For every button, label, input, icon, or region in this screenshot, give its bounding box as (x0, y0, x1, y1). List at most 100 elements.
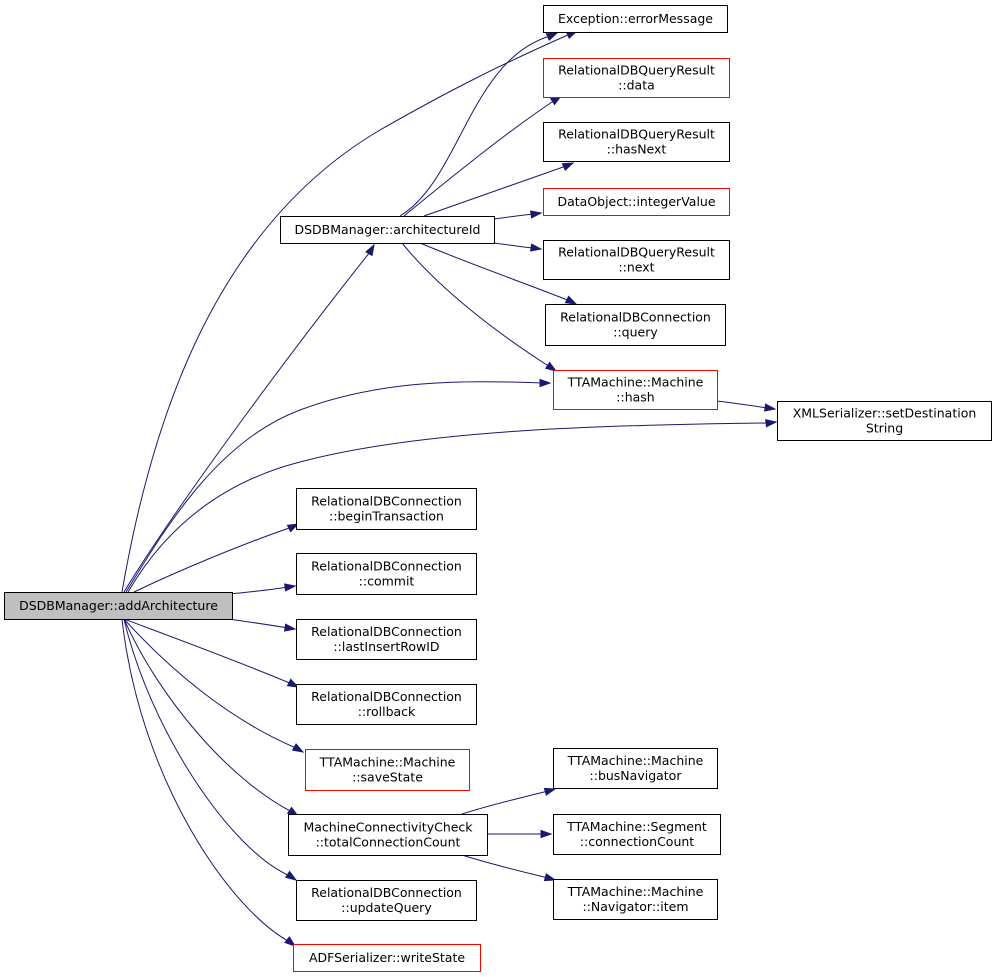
node-label: ::Navigator::item (582, 899, 688, 914)
node-box (293, 944, 481, 972)
node-label: ::saveState (352, 770, 423, 785)
edge-layer (121, 30, 778, 947)
node-label: ::lastInsertRowID (333, 639, 439, 654)
node-box (777, 401, 992, 441)
node-navigatorItem[interactable]: TTAMachine::Machine::Navigator::item (553, 879, 718, 920)
edge-architectureId-to-rdqr_data (403, 95, 563, 217)
edge-architectureId-to-integerValue (493, 210, 543, 220)
node-label: TTAMachine::Machine (567, 753, 704, 768)
node-box (296, 684, 477, 725)
edge-architectureId-to-errorMessage (399, 32, 559, 217)
node-label: DSDBManager::addArchitecture (19, 598, 218, 613)
edge-addArchitecture-to-commit (227, 583, 297, 595)
edge-addArchitecture-to-saveState (123, 618, 305, 753)
edge-addArchitecture-to-updateQuery (123, 618, 298, 881)
arrowhead-icon (544, 361, 558, 372)
node-commit[interactable]: RelationalDBConnection::commit (296, 553, 477, 595)
node-updateQuery[interactable]: RelationalDBConnection::updateQuery (296, 880, 477, 921)
edge-addArchitecture-to-lastInsertRowID (227, 618, 297, 632)
node-integerValue[interactable]: DataObject::integerValue (543, 188, 730, 216)
node-label: ADFSerializer::writeState (309, 950, 465, 965)
node-addArchitecture[interactable]: DSDBManager::addArchitecture (4, 592, 233, 620)
node-layer: DSDBManager::addArchitecture DSDBManager:… (4, 5, 992, 972)
node-label: ::hasNext (607, 142, 667, 157)
edge-addArchitecture-to-beginTransaction (133, 523, 300, 593)
node-writeState[interactable]: ADFSerializer::writeState (293, 944, 481, 972)
arrowhead-icon (291, 743, 305, 753)
node-box (296, 619, 477, 660)
edge-architectureId-to-rdc_query (419, 242, 578, 305)
edge-addArchitecture-to-totalConnectionCount (123, 618, 300, 817)
node-errorMessage[interactable]: Exception::errorMessage (543, 5, 728, 33)
node-rdqr_next[interactable]: RelationalDBQueryResult::next (543, 240, 730, 280)
node-box (296, 553, 477, 595)
edge-addArchitecture-to-rollback (123, 618, 300, 688)
node-connectionCount[interactable]: TTAMachine::Segment::connectionCount (553, 814, 721, 855)
node-label: ::beginTransaction (329, 509, 444, 524)
arrowhead-icon (564, 295, 578, 305)
node-box (553, 370, 718, 410)
node-label: RelationalDBQueryResult (558, 245, 715, 260)
node-label: XMLSerializer::setDestination (793, 406, 977, 421)
node-box (296, 488, 477, 530)
node-machine_hash[interactable]: TTAMachine::Machine::hash (553, 370, 718, 410)
node-label: ::updateQuery (341, 900, 432, 915)
node-box (553, 748, 718, 789)
edge-totalConnectionCount-to-connectionCount (486, 829, 553, 839)
node-label: ::totalConnectionCount (316, 835, 461, 850)
edge-architectureId-to-rdqr_hasNext (423, 162, 575, 217)
node-box (296, 880, 477, 921)
node-label: RelationalDBConnection (311, 624, 462, 639)
edge-addArchitecture-to-machine_hash (125, 378, 552, 593)
node-busNavigator[interactable]: TTAMachine::Machine::busNavigator (553, 748, 718, 789)
node-box (545, 304, 726, 346)
node-label: ::hash (616, 390, 654, 405)
node-beginTransaction[interactable]: RelationalDBConnection::beginTransaction (296, 488, 477, 530)
edge-addArchitecture-to-setDestinationString (127, 419, 778, 593)
node-label: ::connectionCount (580, 834, 695, 849)
node-rdqr_data[interactable]: RelationalDBQueryResult::data (543, 58, 730, 98)
edge-totalConnectionCount-to-busNavigator (461, 787, 557, 815)
node-rdqr_hasNext[interactable]: RelationalDBQueryResult::hasNext (543, 122, 730, 162)
node-box (543, 240, 730, 280)
node-label: MachineConnectivityCheck (303, 820, 473, 835)
node-rollback[interactable]: RelationalDBConnection::rollback (296, 684, 477, 725)
arrowhead-icon (365, 243, 375, 257)
node-label: TTAMachine::Segment (566, 819, 707, 834)
node-label: RelationalDBQueryResult (558, 63, 715, 78)
node-label: RelationalDBConnection (311, 559, 462, 574)
node-box (4, 592, 233, 620)
node-label: ::rollback (358, 704, 416, 719)
node-label: ::query (613, 325, 658, 340)
node-box (553, 879, 718, 920)
node-box (280, 216, 495, 244)
edge-addArchitecture-to-architectureId (123, 243, 375, 593)
node-label: TTAMachine::Machine (567, 375, 704, 390)
node-box (543, 122, 730, 162)
node-box (305, 749, 470, 791)
arrowhead-icon (286, 678, 300, 688)
node-architectureId[interactable]: DSDBManager::architectureId (280, 216, 495, 244)
node-totalConnectionCount[interactable]: MachineConnectivityCheck::totalConnectio… (288, 814, 488, 856)
arrowhead-icon (286, 523, 300, 533)
node-label: RelationalDBConnection (560, 310, 711, 325)
node-saveState[interactable]: TTAMachine::Machine::saveState (305, 749, 470, 791)
node-lastInsertRowID[interactable]: RelationalDBConnection::lastInsertRowID (296, 619, 477, 660)
node-label: TTAMachine::Machine (567, 884, 704, 899)
node-label: DSDBManager::architectureId (294, 222, 480, 237)
edge-totalConnectionCount-to-navigatorItem (461, 854, 557, 882)
node-box (543, 188, 730, 216)
node-label: TTAMachine::Machine (319, 755, 456, 770)
node-label: RelationalDBConnection (311, 689, 462, 704)
node-label: DataObject::integerValue (557, 194, 715, 209)
arrowhead-icon (284, 870, 298, 881)
node-box (543, 5, 728, 33)
arrowhead-icon (764, 403, 777, 412)
node-rdc_query[interactable]: RelationalDBConnection::query (545, 304, 726, 346)
node-label: RelationalDBConnection (311, 494, 462, 509)
node-label: Exception::errorMessage (558, 11, 713, 26)
node-label: RelationalDBQueryResult (558, 127, 715, 142)
arrowhead-icon (530, 210, 543, 219)
